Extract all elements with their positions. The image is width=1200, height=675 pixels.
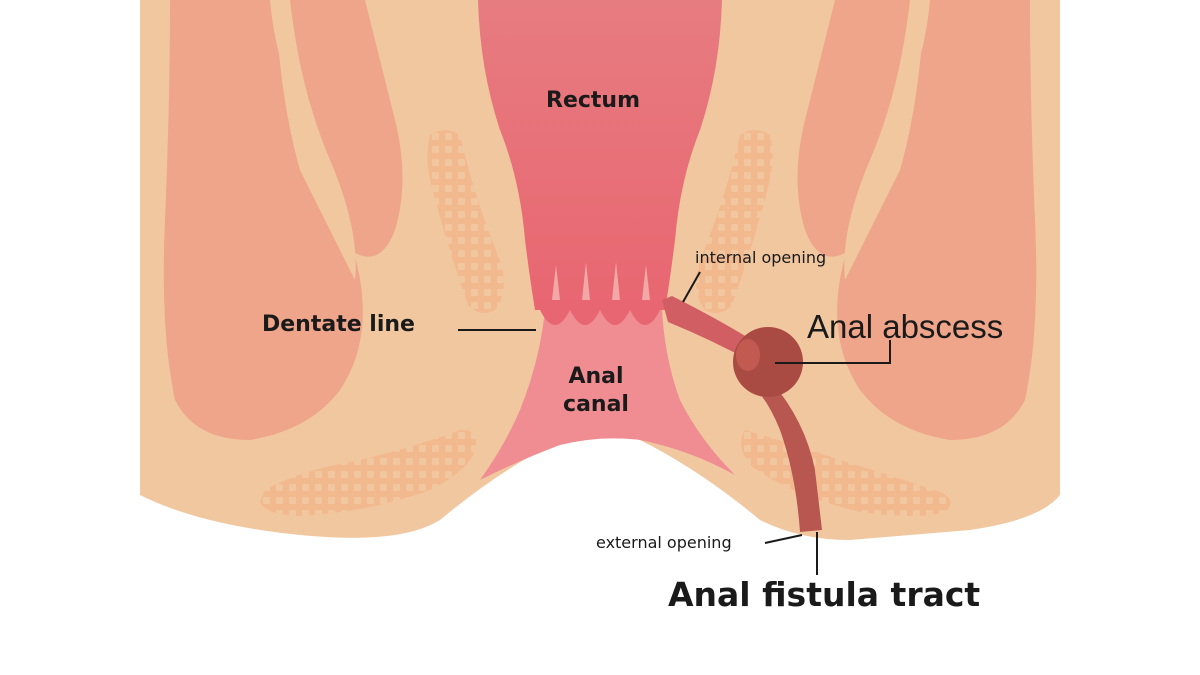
anal-fistula-tract-label: Anal fistula tract bbox=[668, 575, 981, 614]
right-upper-sphincter bbox=[696, 130, 773, 314]
abscess-highlight bbox=[736, 339, 760, 371]
internal-opening-leader bbox=[682, 271, 701, 303]
external-opening-leader bbox=[764, 534, 803, 544]
leader-lines bbox=[458, 271, 891, 575]
dentate-line-label: Dentate line bbox=[262, 312, 415, 337]
rectum-label: Rectum bbox=[546, 88, 641, 113]
external-opening-label: external opening bbox=[596, 533, 732, 552]
fistula-upper-tract bbox=[662, 296, 760, 362]
anal-canal-label-line2: canal bbox=[563, 392, 629, 417]
rectum bbox=[478, 0, 722, 310]
right-buttock-tissue bbox=[837, 0, 1037, 440]
left-buttock-tissue bbox=[163, 0, 363, 440]
anal-canal-label-line1: Anal bbox=[568, 364, 624, 389]
dentate-line-crypts bbox=[540, 300, 662, 325]
anal-canal bbox=[480, 310, 735, 480]
internal-opening-label: internal opening bbox=[695, 248, 827, 267]
right-fold-skin bbox=[844, 0, 925, 280]
anal-abscess-leader bbox=[775, 340, 891, 364]
right-inner-tissue bbox=[797, 0, 915, 257]
left-lower-sphincter bbox=[260, 429, 477, 516]
left-inner-tissue bbox=[285, 0, 403, 257]
anal-abscess-label: Anal abscess bbox=[807, 308, 1004, 345]
left-fold-skin bbox=[275, 0, 356, 280]
anal-canal-label: Anal canal bbox=[556, 366, 636, 416]
left-upper-sphincter bbox=[427, 130, 504, 314]
fistula-tract bbox=[752, 380, 822, 532]
